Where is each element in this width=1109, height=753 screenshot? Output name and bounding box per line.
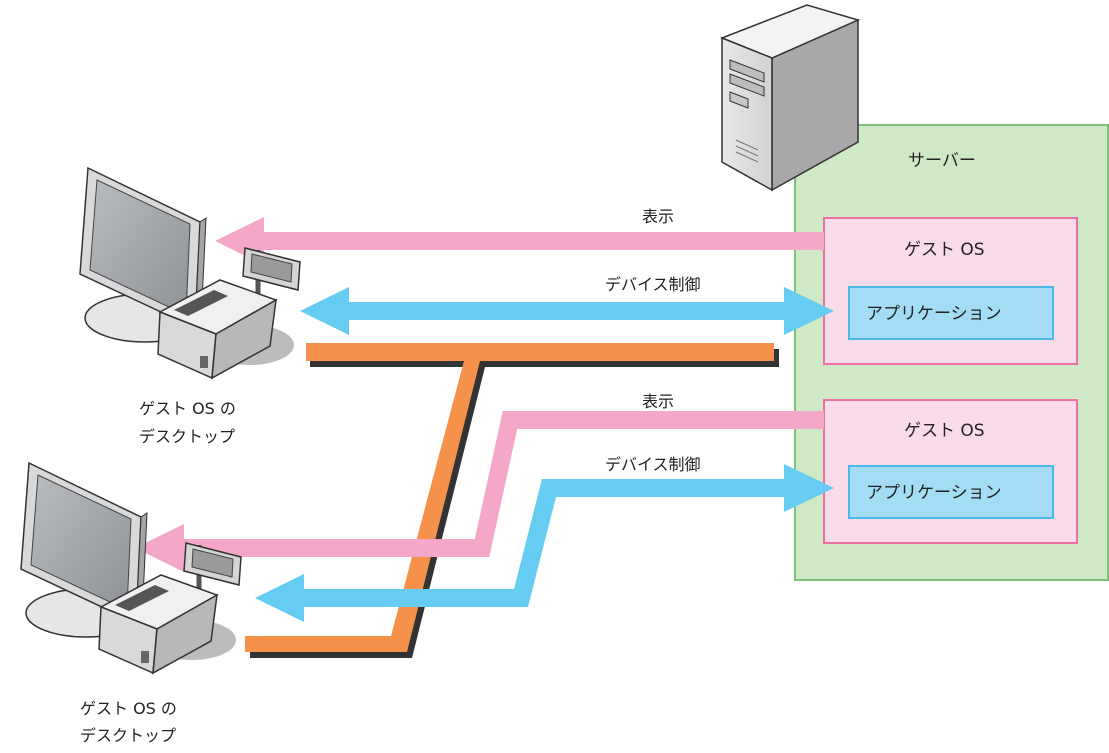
receipt-printer-icon xyxy=(157,279,278,380)
customer-display-icon xyxy=(183,542,242,586)
client-caption-1-line2: デスクトップ xyxy=(139,427,235,446)
device-control-label-2: デバイス制御 xyxy=(605,455,701,474)
application-label-2: アプリケーション xyxy=(866,483,1002,503)
tower-server-icon xyxy=(719,4,861,192)
guest-os-label-2: ゲスト OS xyxy=(904,421,985,441)
application-label-1: アプリケーション xyxy=(866,304,1002,324)
server-label: サーバー xyxy=(908,151,976,171)
client-caption-2-line2: デスクトップ xyxy=(80,726,176,745)
monitor-icon xyxy=(79,166,207,330)
device-control-arrow-2 xyxy=(255,464,834,622)
guest-os-label-1: ゲスト OS xyxy=(904,240,985,260)
display-label-2: 表示 xyxy=(642,392,674,411)
device-control-label-1: デバイス制御 xyxy=(605,275,701,294)
monitor-icon xyxy=(20,461,148,625)
display-arrow-2 xyxy=(135,411,824,572)
device-control-arrow-1 xyxy=(300,287,834,335)
display-arrow-1 xyxy=(215,217,824,265)
receipt-printer-icon xyxy=(98,574,219,675)
client-caption-2-line1: ゲスト OS の xyxy=(80,699,177,718)
network-line xyxy=(245,343,779,658)
client-caption-1-line1: ゲスト OS の xyxy=(139,399,236,418)
application-box-2 xyxy=(848,465,1054,519)
client-terminal-1 xyxy=(79,166,301,380)
display-label-1: 表示 xyxy=(642,207,674,226)
customer-display-icon xyxy=(242,247,301,291)
client-terminal-2 xyxy=(20,461,242,675)
application-box-1 xyxy=(848,286,1054,340)
